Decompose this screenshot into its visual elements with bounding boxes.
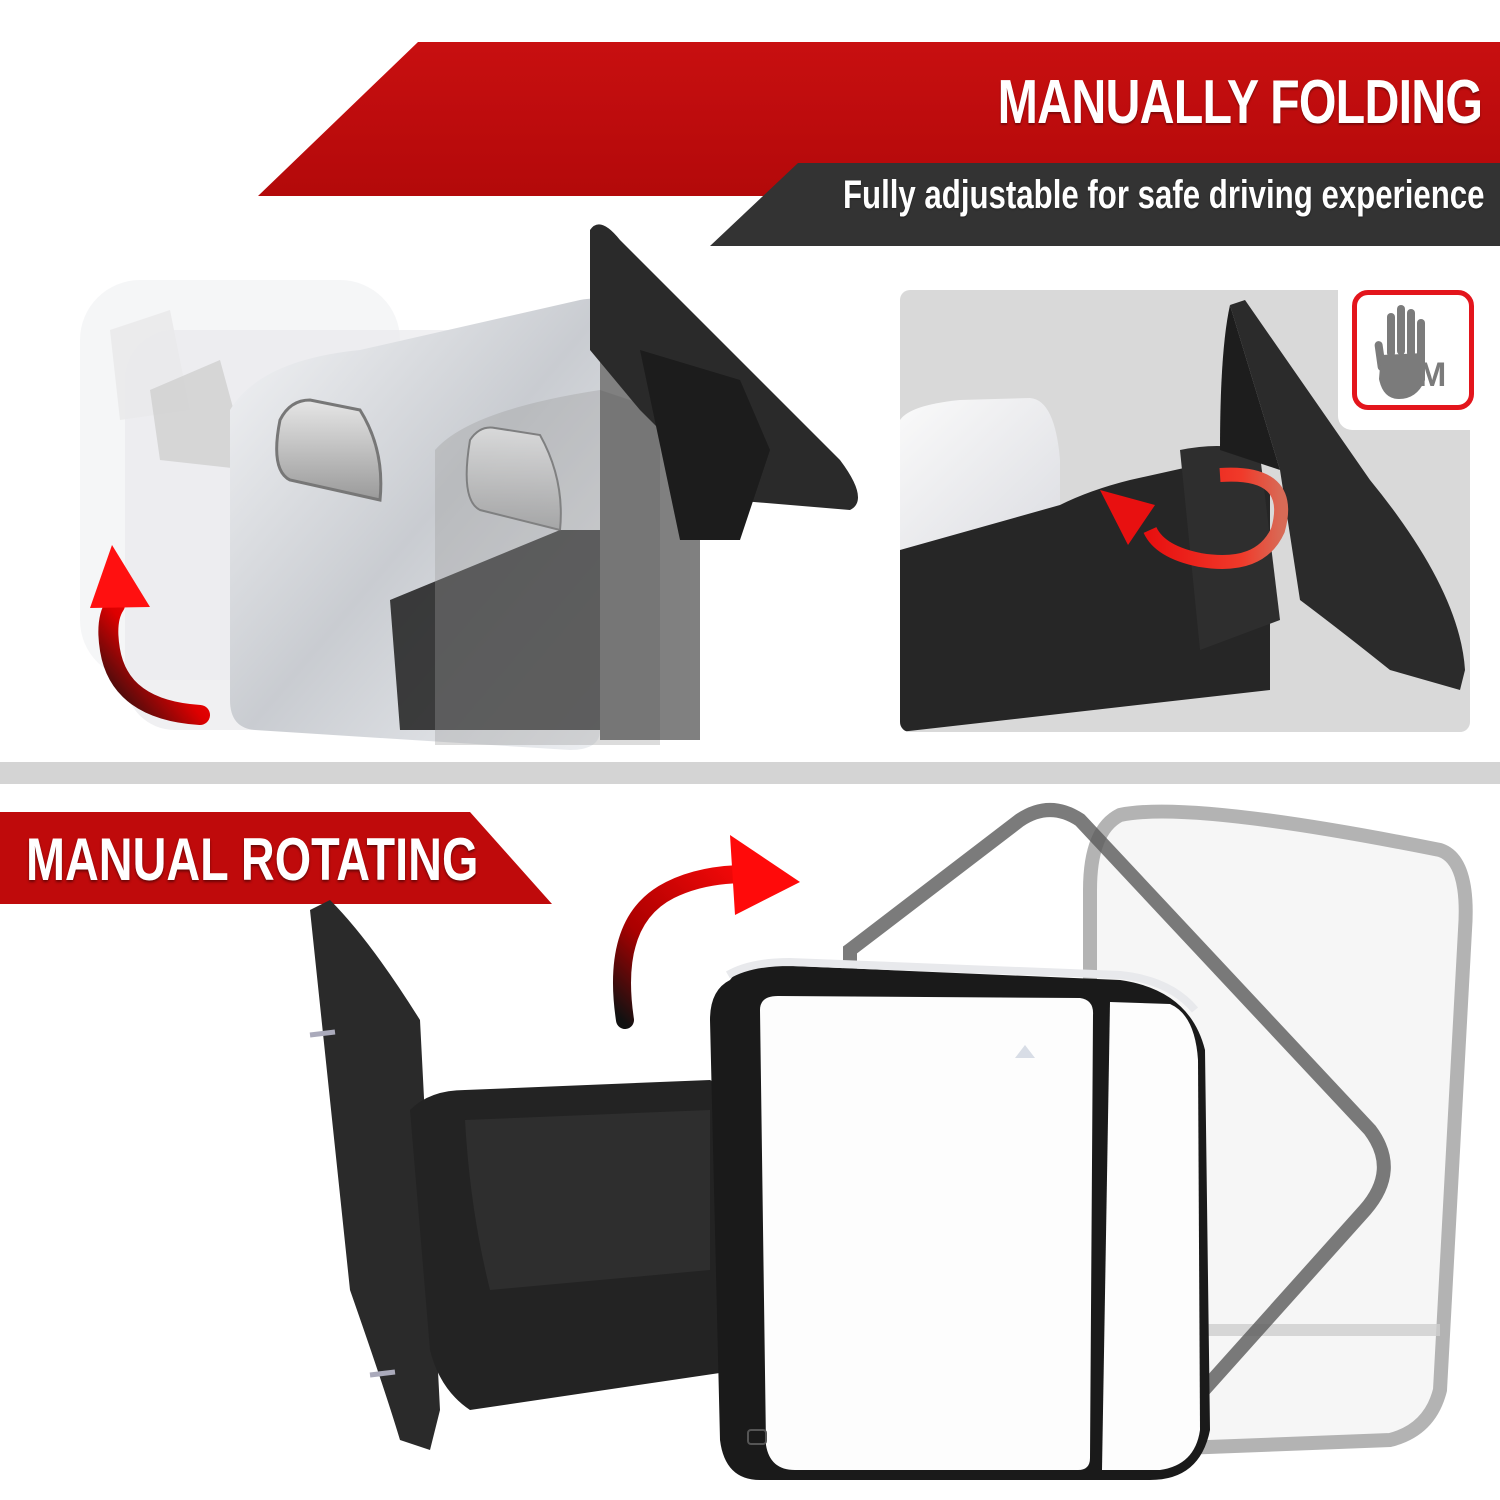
- badge-letter: M: [1418, 356, 1447, 394]
- section-divider: [0, 762, 1500, 784]
- rotate-up-arrow-icon: [613, 835, 800, 1029]
- rotating-mirror-image: [290, 790, 1500, 1490]
- blind-spot-warning-icon: [1015, 1045, 1035, 1058]
- pivot-detail-panel: [900, 290, 1470, 732]
- fold-arrow-icon: [90, 545, 210, 725]
- banner-shapes: [258, 42, 1500, 246]
- header-title: MANUALLY FOLDING: [997, 68, 1482, 137]
- header-subtitle: Fully adjustable for safe driving experi…: [842, 173, 1484, 217]
- folding-mirror-image: [40, 210, 880, 750]
- rotate-arrow-icon: [1100, 467, 1289, 569]
- manual-badge: [1352, 290, 1474, 410]
- section-title: MANUAL ROTATING: [26, 826, 479, 893]
- hand-icon: [1374, 305, 1425, 399]
- heated-glass-icon: [747, 1429, 767, 1445]
- header-banner: [0, 0, 1500, 250]
- section-banner: [0, 812, 560, 908]
